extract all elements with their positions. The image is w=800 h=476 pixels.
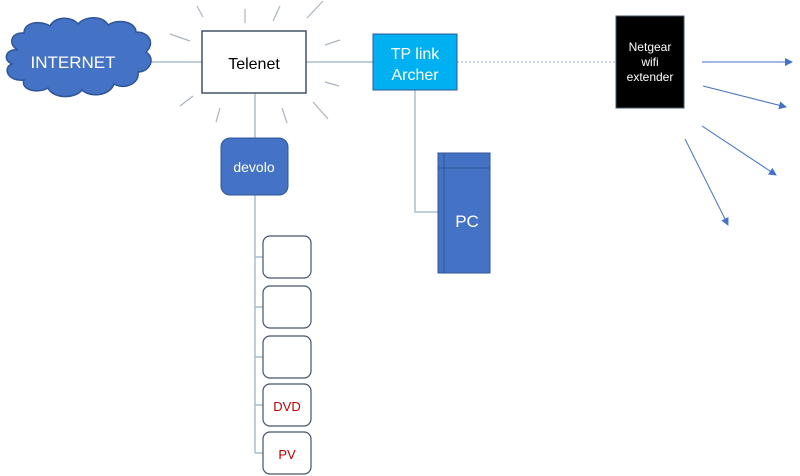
- tplink-label-line1: TP link: [391, 46, 441, 63]
- slot-2[interactable]: [262, 285, 312, 329]
- devolo-device-slots: DVD PV: [262, 235, 312, 475]
- slot-3[interactable]: [262, 335, 312, 379]
- netgear-label-line1: Netgear: [629, 40, 672, 54]
- pc-label: PC: [455, 212, 479, 231]
- internet-cloud[interactable]: INTERNET: [5, 17, 152, 98]
- telenet-modem[interactable]: Telenet: [201, 30, 307, 94]
- wifi-arrow-icon: [702, 85, 787, 110]
- wifi-arrow-icon: [684, 138, 729, 226]
- wifi-arrow-icon: [701, 125, 777, 176]
- netgear-wifi-extender[interactable]: Netgear wifi extender: [615, 15, 685, 109]
- netgear-label-line3: extender: [627, 70, 674, 84]
- signal-rays-icon: [169, 0, 341, 124]
- internet-label: INTERNET: [31, 53, 116, 72]
- connections: [150, 61, 616, 454]
- cloud-icon: [5, 17, 152, 98]
- telenet-label: Telenet: [228, 56, 280, 73]
- slot-dvd-label: DVD: [273, 399, 300, 414]
- tplink-label-line2: Archer: [391, 67, 439, 84]
- netgear-label-line2: wifi: [640, 55, 658, 69]
- devolo-label: devolo: [233, 159, 274, 175]
- pc-tower[interactable]: PC: [437, 152, 491, 274]
- wifi-broadcast-arrows: [684, 58, 793, 226]
- slot-branches: [255, 256, 263, 454]
- tplink-archer-router[interactable]: TP link Archer: [372, 33, 458, 91]
- slot-1[interactable]: [262, 235, 312, 279]
- slot-pv-label: PV: [278, 447, 296, 462]
- slot-pv[interactable]: PV: [262, 431, 312, 475]
- devolo-powerline-adapter[interactable]: devolo: [220, 137, 289, 196]
- slot-dvd[interactable]: DVD: [262, 383, 312, 427]
- connector-tplink-pc: [414, 90, 438, 213]
